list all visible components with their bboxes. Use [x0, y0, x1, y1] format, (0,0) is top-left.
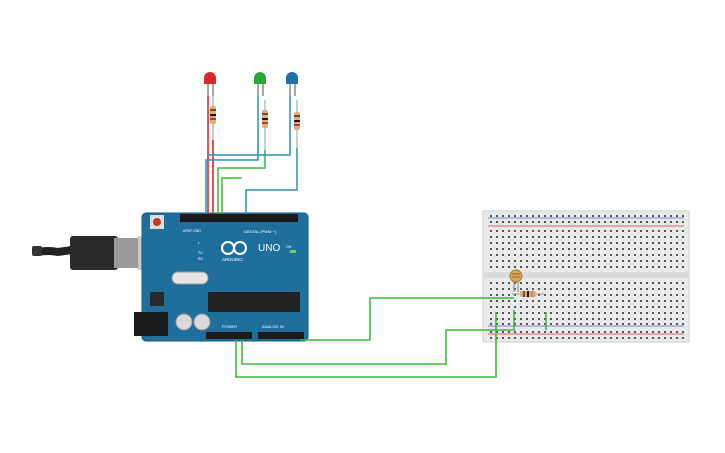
blue-led-gnd-wire [208, 96, 291, 156]
on-label: ON [286, 245, 292, 249]
breadboard-resistor[interactable] [512, 291, 545, 297]
breadboard[interactable] [482, 210, 690, 343]
arduino-board[interactable]: UNO ARDUINO DIGITAL (PWM ~) POWER ANALOG… [134, 212, 309, 342]
power-header [206, 332, 252, 339]
led-wires [205, 96, 298, 214]
blue-wire [245, 148, 298, 214]
green-wire-b [221, 177, 242, 214]
l-label: L [198, 241, 200, 245]
green-led[interactable] [254, 72, 266, 96]
brand-label: ARDUINO [222, 257, 243, 262]
power-wire-5v [241, 310, 515, 365]
tx-label: TX [198, 251, 203, 255]
digital-label: DIGITAL (PWM ~) [244, 229, 277, 234]
blue-led[interactable] [286, 72, 298, 96]
ground-wire [205, 96, 259, 214]
analog-header [258, 332, 304, 339]
gnd-wire [235, 312, 497, 378]
resistor-green[interactable] [262, 100, 268, 150]
model-label: UNO [258, 243, 280, 254]
resistor-red[interactable] [210, 96, 216, 140]
atmega-chip [208, 292, 300, 312]
arduino-logo [221, 241, 247, 255]
resistor-blue[interactable] [294, 100, 300, 148]
power-label: POWER [222, 324, 237, 329]
rx-label: RX [198, 257, 204, 261]
digital-header [180, 214, 298, 222]
power-jack [134, 312, 168, 336]
analog-wire [300, 297, 514, 341]
red-led[interactable] [204, 72, 216, 96]
analog-label: ANALOG IN [262, 324, 284, 329]
breadboard-wires [235, 297, 547, 378]
breadboard-holes [490, 215, 684, 339]
green-wire [217, 150, 266, 214]
aref-label: AREF [183, 229, 192, 233]
gnd-label: GND [193, 229, 201, 233]
photoresistor[interactable] [509, 269, 523, 292]
